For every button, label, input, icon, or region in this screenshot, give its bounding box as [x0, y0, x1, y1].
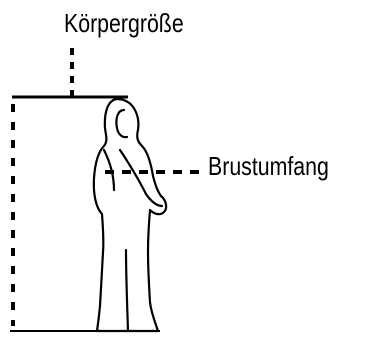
person-in-coverall-silhouette — [92, 97, 168, 333]
chest-label: Brustumfang — [208, 151, 329, 181]
arm-outline — [118, 148, 164, 208]
leg-separation-outline — [124, 248, 130, 333]
shoulder-outline — [102, 148, 116, 192]
hood-face-outline — [115, 108, 129, 139]
coverall-body-outline — [92, 97, 168, 333]
height-label: Körpergröße — [64, 8, 184, 38]
